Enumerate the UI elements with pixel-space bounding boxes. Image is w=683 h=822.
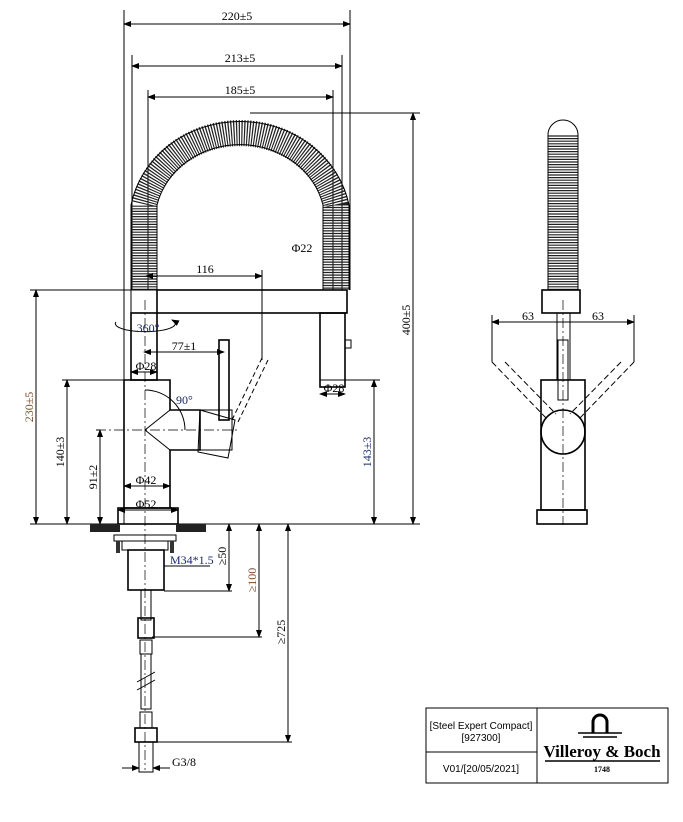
dim-handle-right: 63 <box>592 309 604 323</box>
dim-hose-outer-width: 213±5 <box>225 51 256 65</box>
version-date: V01/[20/05/2021] <box>443 764 519 775</box>
dim-spout-height: 230±5 <box>22 392 36 423</box>
dim-handle-left: 63 <box>522 309 534 323</box>
dim-overall-width: 220±5 <box>222 9 253 23</box>
dim-handle-offset: 77±1 <box>172 339 197 353</box>
dim-min-50: ≥50 <box>215 547 229 566</box>
dim-riser-diameter: Φ28 <box>136 359 157 373</box>
dim-thread: M34*1.5 <box>170 553 214 567</box>
supply-nut <box>134 727 158 743</box>
dim-spray-head-diameter: Φ28 <box>324 381 345 395</box>
handle-lever <box>218 339 230 421</box>
dim-base-diameter: Φ52 <box>136 497 157 511</box>
brand-name: Villeroy & Boch <box>543 742 661 761</box>
dim-min-100: ≥100 <box>245 568 259 593</box>
flexible-hose <box>131 120 349 290</box>
dim-spout-reach: 116 <box>196 262 214 276</box>
brand-year: 1748 <box>594 765 610 774</box>
side-view: 63 63 <box>491 119 635 525</box>
dim-connection: G3/8 <box>172 755 196 769</box>
dim-body-height: 140±3 <box>53 437 67 468</box>
mounting-shank <box>127 549 165 591</box>
front-view: 220±5 213±5 185±5 116 Φ22 400±5 360° 77±… <box>22 9 420 773</box>
dim-min-725: ≥725 <box>274 620 288 645</box>
title-block: [Steel Expert Compact] [927300] V01/[20/… <box>425 707 669 784</box>
dim-body-diameter: Φ42 <box>136 473 157 487</box>
dim-total-height: 400±5 <box>399 305 413 336</box>
dim-rotation: 360° <box>137 321 160 335</box>
dim-handle-axis-height: 91±2 <box>86 465 100 490</box>
dim-hose-center-width: 185±5 <box>225 83 256 97</box>
brand-logo: Villeroy & Boch 1748 <box>543 713 661 774</box>
product-name: [Steel Expert Compact] <box>430 721 533 732</box>
dim-handle-angle: 90° <box>176 393 193 407</box>
spout <box>156 289 348 314</box>
product-code: [927300] <box>462 733 501 744</box>
dim-spray-height: 143±3 <box>360 437 374 468</box>
dim-hose-diameter: Φ22 <box>292 241 313 255</box>
spray-head <box>319 312 346 388</box>
